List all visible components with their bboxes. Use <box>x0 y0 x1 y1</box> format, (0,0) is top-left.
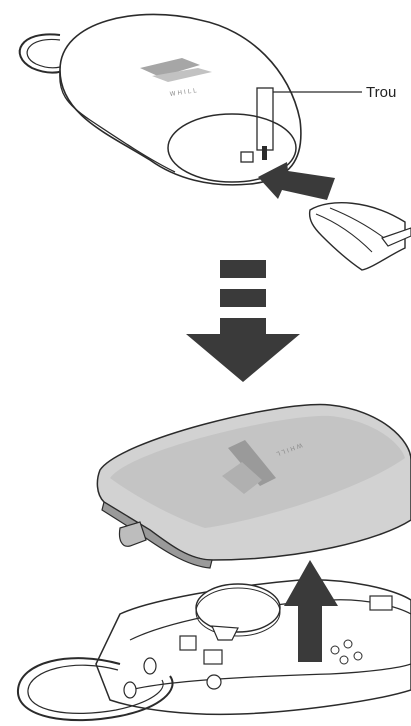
coin-battery <box>196 584 280 632</box>
down-arrow-icon <box>186 260 300 382</box>
closed-remote: WHILL Trou <box>20 14 397 184</box>
battery-cover: WHILL <box>97 405 411 568</box>
callout-label: Trou <box>366 84 396 101</box>
remote-base-open <box>96 580 411 715</box>
release-hole <box>241 152 253 162</box>
pin-tool <box>310 203 411 270</box>
